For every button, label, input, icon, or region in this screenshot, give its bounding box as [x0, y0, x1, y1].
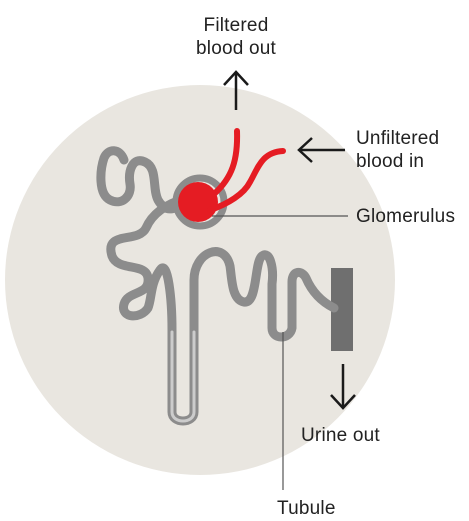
- urine-out-label: Urine out: [301, 424, 380, 447]
- filtered-blood-out-line-2: blood out: [186, 37, 286, 60]
- filtered-blood-out-line-1: Filtered: [186, 14, 286, 37]
- unfiltered-blood-in-label: Unfiltered blood in: [356, 127, 439, 173]
- filtered-blood-out-label: Filtered blood out: [186, 14, 286, 60]
- unfiltered-blood-in-line-2: blood in: [356, 150, 439, 173]
- glomerulus-label: Glomerulus: [356, 205, 455, 228]
- tubule-label: Tubule: [277, 497, 336, 520]
- unfiltered-blood-in-line-1: Unfiltered: [356, 127, 439, 150]
